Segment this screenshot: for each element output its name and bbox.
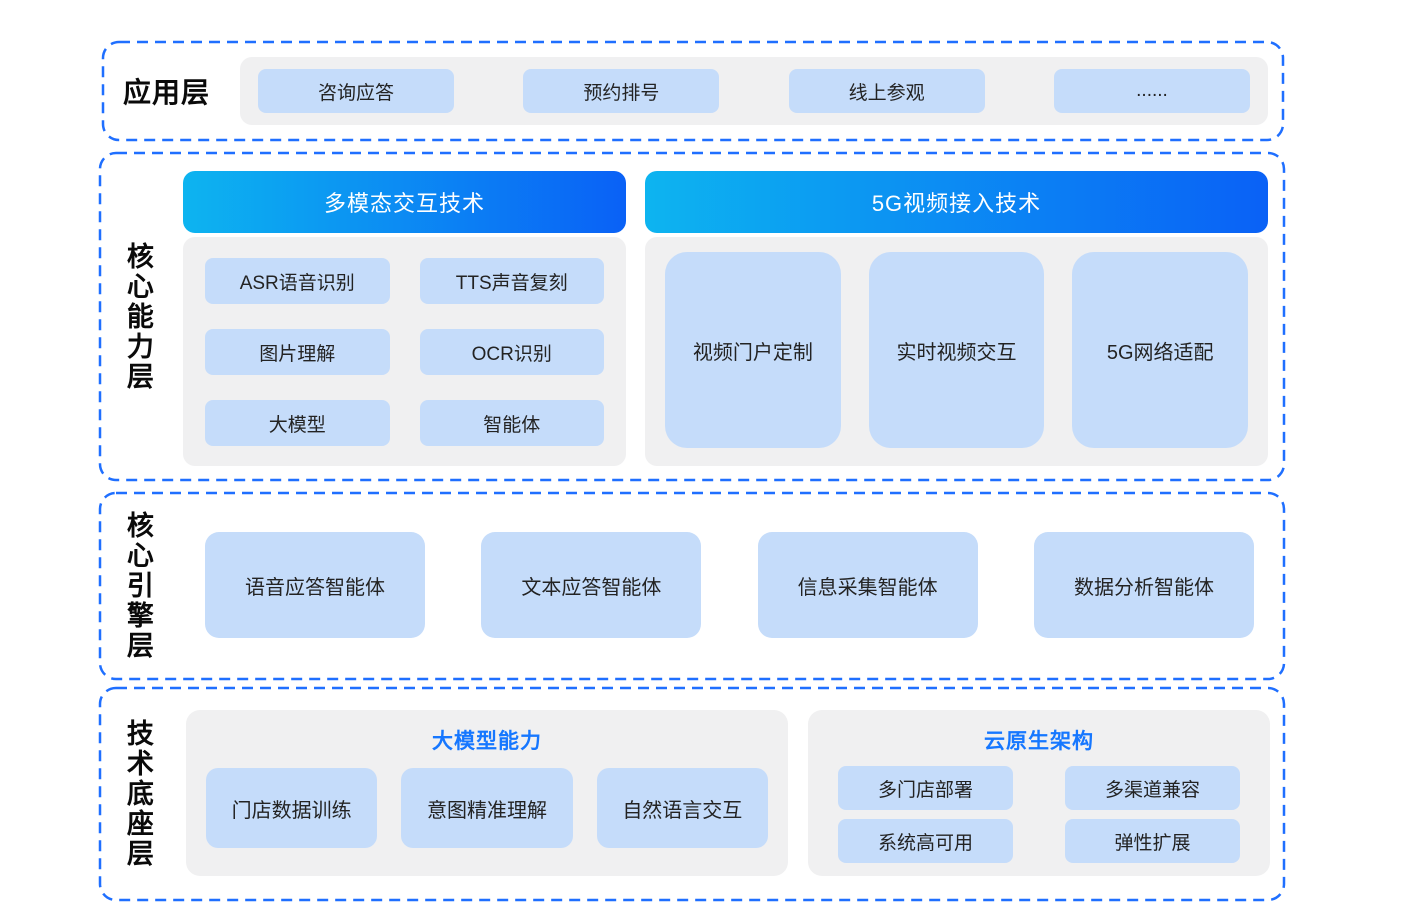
video-5g-panel: 视频门户定制 实时视频交互 5G网络适配	[645, 237, 1268, 466]
application-item: 线上参观	[788, 69, 985, 113]
cloud-native-item: 系统高可用	[838, 819, 1013, 863]
tech-base-layer-label: 技术底座层	[122, 719, 153, 869]
engine-card: 信息采集智能体	[757, 532, 978, 638]
application-item: 预约排号	[523, 69, 720, 113]
multimodal-item: 大模型	[205, 400, 390, 446]
application-layer-border	[101, 40, 1285, 142]
video-5g-item: 实时视频交互	[868, 252, 1045, 448]
tech-base-layer-label-wrap: 技术底座层	[100, 688, 174, 900]
core-engine-layer-label-wrap: 核心引擎层	[100, 493, 174, 679]
llm-panel: 大模型能力 门店数据训练 意图精准理解 自然语言交互	[186, 710, 788, 876]
engine-card: 文本应答智能体	[481, 532, 702, 638]
application-layer: 应用层 咨询应答 预约排号 线上参观 ......	[103, 42, 1283, 140]
application-layer-label: 应用层	[123, 77, 211, 108]
multimodal-item: ASR语音识别	[205, 258, 390, 304]
tech-base-layer: 技术底座层 大模型能力 门店数据训练 意图精准理解 自然语言交互 云原生架构 多…	[100, 688, 1284, 900]
core-capability-layer-border	[98, 151, 1286, 482]
core-capability-layer-label: 核心能力层	[122, 241, 153, 392]
core-engine-layer: 核心引擎层 语音应答智能体 文本应答智能体 信息采集智能体 数据分析智能体	[100, 493, 1284, 679]
multimodal-item: 智能体	[419, 400, 604, 446]
multimodal-item: OCR识别	[419, 329, 604, 375]
cloud-native-panel: 云原生架构 多门店部署 多渠道兼容 系统高可用 弹性扩展	[808, 710, 1270, 876]
llm-item: 自然语言交互	[596, 768, 768, 848]
engine-card: 语音应答智能体	[205, 532, 425, 638]
cloud-native-item: 多门店部署	[838, 766, 1013, 810]
multimodal-panel: ASR语音识别 TTS声音复刻 图片理解 OCR识别 大模型 智能体	[183, 237, 626, 466]
application-item: 咨询应答	[258, 69, 454, 113]
tech-base-layer-border	[98, 686, 1286, 902]
core-engine-cards-row: 语音应答智能体 文本应答智能体 信息采集智能体 数据分析智能体	[205, 532, 1254, 638]
llm-item: 意图精准理解	[401, 768, 573, 848]
video-5g-header: 5G视频接入技术	[645, 171, 1268, 233]
engine-card: 数据分析智能体	[1033, 532, 1254, 638]
video-5g-section: 5G视频接入技术 视频门户定制 实时视频交互 5G网络适配	[645, 171, 1268, 466]
video-5g-item: 视频门户定制	[665, 252, 841, 448]
llm-chips-row: 门店数据训练 意图精准理解 自然语言交互	[206, 768, 768, 848]
core-engine-layer-label: 核心引擎层	[122, 511, 153, 661]
multimodal-header: 多模态交互技术	[183, 171, 626, 233]
cloud-native-panel-title: 云原生架构	[984, 730, 1094, 753]
cloud-native-chips-grid: 多门店部署 多渠道兼容 系统高可用 弹性扩展	[838, 766, 1240, 863]
llm-item: 门店数据训练	[206, 768, 378, 848]
multimodal-item: 图片理解	[205, 329, 390, 375]
application-items-panel: 咨询应答 预约排号 线上参观 ......	[240, 57, 1268, 125]
multimodal-section: 多模态交互技术 ASR语音识别 TTS声音复刻 图片理解 OCR识别 大模型 智…	[183, 171, 626, 466]
core-capability-layer-label-wrap: 核心能力层	[100, 153, 174, 480]
core-capability-layer: 核心能力层 多模态交互技术 ASR语音识别 TTS声音复刻 图片理解 OCR识别…	[100, 153, 1284, 480]
video-5g-item: 5G网络适配	[1072, 252, 1249, 448]
cloud-native-item: 弹性扩展	[1065, 819, 1240, 863]
llm-panel-title: 大模型能力	[432, 730, 542, 753]
application-item: ......	[1053, 69, 1250, 113]
cloud-native-item: 多渠道兼容	[1065, 766, 1240, 810]
core-engine-layer-border	[98, 491, 1286, 681]
multimodal-item: TTS声音复刻	[419, 258, 604, 304]
